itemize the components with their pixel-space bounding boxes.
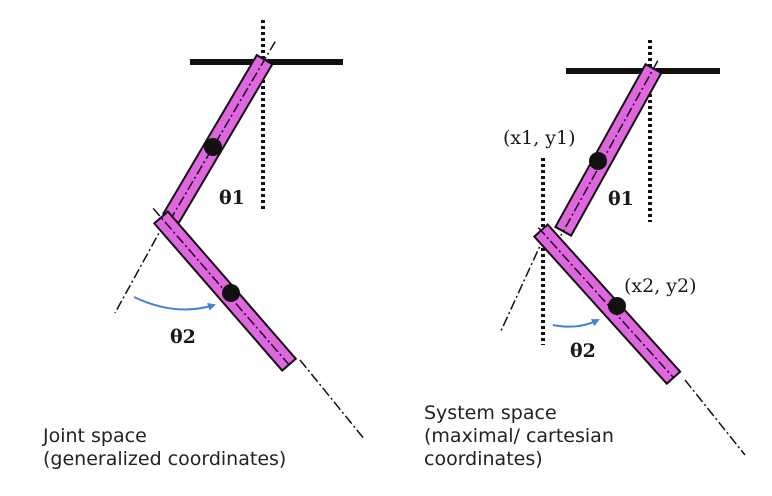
left-theta1-label: θ1 [219, 187, 245, 209]
left-mass-1 [204, 138, 222, 156]
right-theta2-arrow [552, 319, 600, 328]
right-theta2-label: θ2 [570, 340, 596, 362]
right-mass-2 [608, 297, 626, 315]
right-link1-extension-line [499, 234, 546, 334]
right-link2-extension-line [684, 379, 746, 456]
right-caption-line-1: System space [424, 402, 557, 424]
right-point1-label: (x1, y1) [503, 127, 576, 149]
left-mass-2 [222, 284, 240, 302]
left-caption-line-1: Joint space [43, 425, 147, 447]
right-caption: System space (maximal/ cartesian coordin… [424, 402, 614, 471]
left-link2-extension-line [299, 359, 366, 441]
left-caption-line-2: (generalized coordinates) [43, 448, 287, 470]
left-link1-extension-line [114, 221, 166, 314]
left-theta2-label: θ2 [170, 326, 196, 348]
right-point2-label: (x2, y2) [624, 275, 697, 297]
right-link-1 [554, 60, 663, 238]
left-pendulum: θ1 θ2 [114, 20, 366, 441]
right-caption-line-2: (maximal/ cartesian [424, 425, 614, 447]
left-link-2 [152, 207, 298, 372]
right-pendulum: θ1 θ2 (x1, y1) (x2, y2) [499, 40, 746, 456]
right-caption-line-3: coordinates) [424, 448, 543, 470]
right-mass-1 [589, 152, 607, 170]
right-link-2 [532, 223, 682, 386]
left-theta2-arrow [133, 296, 216, 311]
right-theta1-label: θ1 [608, 188, 634, 210]
left-caption: Joint space (generalized coordinates) [43, 425, 286, 471]
